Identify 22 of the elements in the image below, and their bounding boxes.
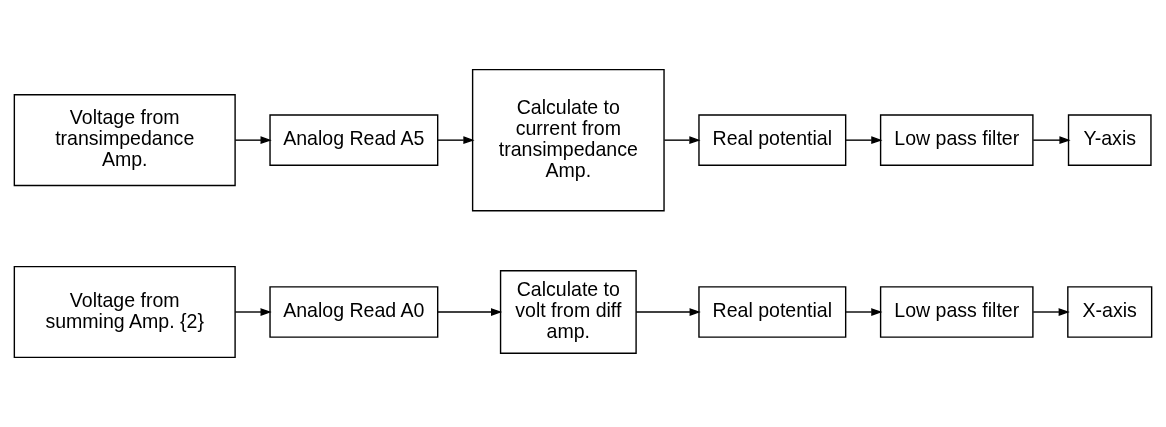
node-box: Low pass filter — [879, 114, 1034, 166]
arrow — [845, 308, 883, 316]
node-box: Analog Read A0 — [269, 286, 439, 338]
arrow — [234, 136, 272, 145]
node-box: Voltage from summing Amp. {2} — [13, 265, 236, 359]
node-box: Voltage from transimpedance Amp. — [13, 94, 236, 187]
arrow — [663, 136, 701, 145]
node-box: Analog Read A5 — [269, 114, 439, 166]
arrow — [437, 136, 475, 145]
node-box: Real potential — [698, 114, 847, 166]
arrow — [234, 308, 272, 316]
arrow — [1032, 136, 1071, 145]
node-box: Calculate to current from transimpedance Amp. — [471, 68, 665, 212]
arrow — [437, 308, 503, 316]
arrow — [1032, 308, 1070, 316]
node-box: Real potential — [698, 286, 847, 338]
arrow — [635, 308, 701, 316]
node-box: Calculate to volt from diff amp. — [499, 270, 637, 354]
node-box: X-axis — [1067, 286, 1153, 338]
arrow — [845, 136, 883, 145]
node-box: Y-axis — [1067, 114, 1152, 166]
node-box: Low pass filter — [879, 286, 1034, 338]
